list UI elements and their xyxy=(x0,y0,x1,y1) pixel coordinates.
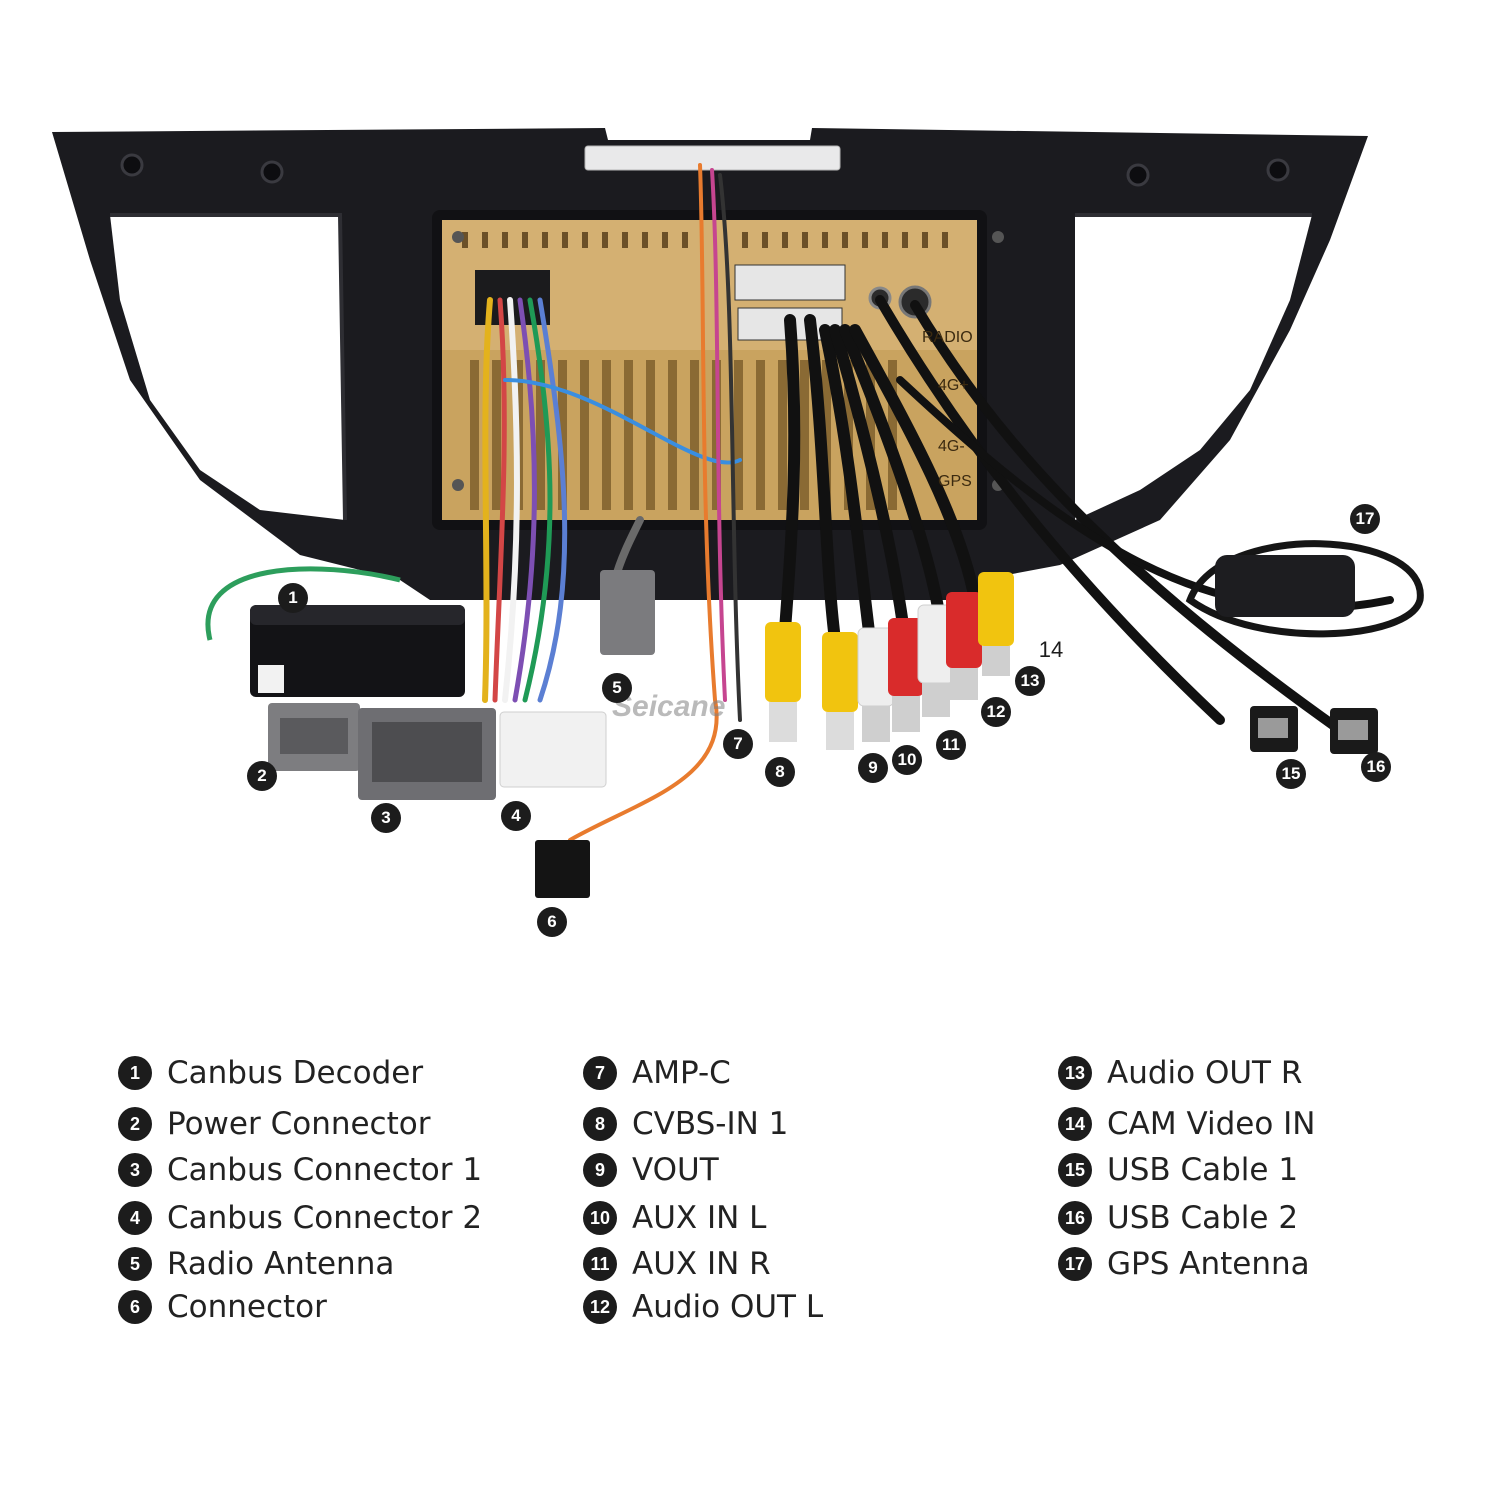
callout-marker: 15 xyxy=(1276,759,1306,789)
legend-number: 1 xyxy=(118,1056,152,1090)
legend-label: CVBS-IN 1 xyxy=(632,1106,789,1142)
legend-label: USB Cable 2 xyxy=(1107,1200,1299,1236)
callout-marker: 5 xyxy=(602,673,632,703)
legend-label: GPS Antenna xyxy=(1107,1246,1310,1282)
legend-label: CAM Video IN xyxy=(1107,1106,1316,1142)
legend-item: 9 VOUT xyxy=(583,1150,719,1190)
legend-label: Canbus Connector 2 xyxy=(167,1200,483,1236)
callout-marker: 17 xyxy=(1350,504,1380,534)
legend-label: Canbus Connector 1 xyxy=(167,1152,483,1188)
legend-label: USB Cable 1 xyxy=(1107,1152,1299,1188)
legend-item: 8 CVBS-IN 1 xyxy=(583,1104,788,1144)
callout-marker: 16 xyxy=(1361,752,1391,782)
legend-number: 6 xyxy=(118,1290,152,1324)
watermark: Seicane xyxy=(612,690,726,723)
callout-marker: 12 xyxy=(981,697,1011,727)
callout-marker: 11 xyxy=(936,730,966,760)
legend-item: 3 Canbus Connector 1 xyxy=(118,1150,482,1190)
legend-label: Connector xyxy=(167,1289,327,1325)
legend-item: 17 GPS Antenna xyxy=(1058,1244,1310,1284)
legend-number: 14 xyxy=(1058,1107,1092,1141)
callout-marker: 8 xyxy=(765,757,795,787)
legend-item: 13 Audio OUT R xyxy=(1058,1053,1302,1093)
callout-marker: 9 xyxy=(858,753,888,783)
legend-item: 7 AMP-C xyxy=(583,1053,731,1093)
port-label-4g-plus: 4G+ xyxy=(938,377,969,394)
legend-item: 2 Power Connector xyxy=(118,1104,430,1144)
legend-label: Canbus Decoder xyxy=(167,1055,424,1091)
head-unit-illustration xyxy=(52,128,1424,898)
legend-item: 4 Canbus Connector 2 xyxy=(118,1198,482,1238)
callout-marker: 6 xyxy=(537,907,567,937)
legend-number: 13 xyxy=(1058,1056,1092,1090)
callout-marker: 13 xyxy=(1015,666,1045,696)
legend-number: 8 xyxy=(583,1107,617,1141)
legend-label: AMP-C xyxy=(632,1055,731,1091)
connectors xyxy=(205,555,1378,898)
legend-number: 17 xyxy=(1058,1247,1092,1281)
legend-number: 2 xyxy=(118,1107,152,1141)
legend-number: 15 xyxy=(1058,1153,1092,1187)
legend-item: 12 Audio OUT L xyxy=(583,1287,823,1327)
legend-number: 5 xyxy=(118,1247,152,1281)
legend-item: 10 AUX IN L xyxy=(583,1198,766,1238)
legend-number: 7 xyxy=(583,1056,617,1090)
callout-marker: 14 xyxy=(1038,637,1064,662)
legend-label: Audio OUT R xyxy=(1107,1055,1303,1091)
legend-item: 16 USB Cable 2 xyxy=(1058,1198,1298,1238)
legend-item: 1 Canbus Decoder xyxy=(118,1053,423,1093)
port-label-4g-minus: 4G- xyxy=(938,438,965,455)
callout-marker: 2 xyxy=(247,761,277,791)
legend-number: 4 xyxy=(118,1201,152,1235)
legend-number: 11 xyxy=(583,1247,617,1281)
callout-marker: 3 xyxy=(371,803,401,833)
legend-label: AUX IN R xyxy=(632,1246,771,1282)
legend-number: 9 xyxy=(583,1153,617,1187)
legend-number: 10 xyxy=(583,1201,617,1235)
legend-number: 3 xyxy=(118,1153,152,1187)
product-photo: RADIO 4G+ 4G- GPS Seicane 1 2 3 4 5 6 7 … xyxy=(52,128,1424,937)
callout-marker: 10 xyxy=(892,745,922,775)
legend-label: AUX IN L xyxy=(632,1200,767,1236)
legend-item: 5 Radio Antenna xyxy=(118,1244,394,1284)
legend-item: 6 Connector xyxy=(118,1287,327,1327)
port-label-radio: RADIO xyxy=(922,329,973,346)
legend-label: Audio OUT L xyxy=(632,1289,824,1325)
legend-item: 14 CAM Video IN xyxy=(1058,1104,1316,1144)
legend-label: Power Connector xyxy=(167,1106,431,1142)
legend-label: Radio Antenna xyxy=(167,1246,395,1282)
legend-item: 11 AUX IN R xyxy=(583,1244,771,1284)
callout-marker: 4 xyxy=(501,801,531,831)
callout-marker: 7 xyxy=(723,729,753,759)
legend-number: 12 xyxy=(583,1290,617,1324)
legend-number: 16 xyxy=(1058,1201,1092,1235)
callout-marker: 1 xyxy=(278,583,308,613)
port-label-gps: GPS xyxy=(938,473,972,490)
legend-label: VOUT xyxy=(632,1152,719,1188)
legend: 1 Canbus Decoder 2 Power Connector 3 Can… xyxy=(0,1045,1500,1345)
legend-item: 15 USB Cable 1 xyxy=(1058,1150,1298,1190)
